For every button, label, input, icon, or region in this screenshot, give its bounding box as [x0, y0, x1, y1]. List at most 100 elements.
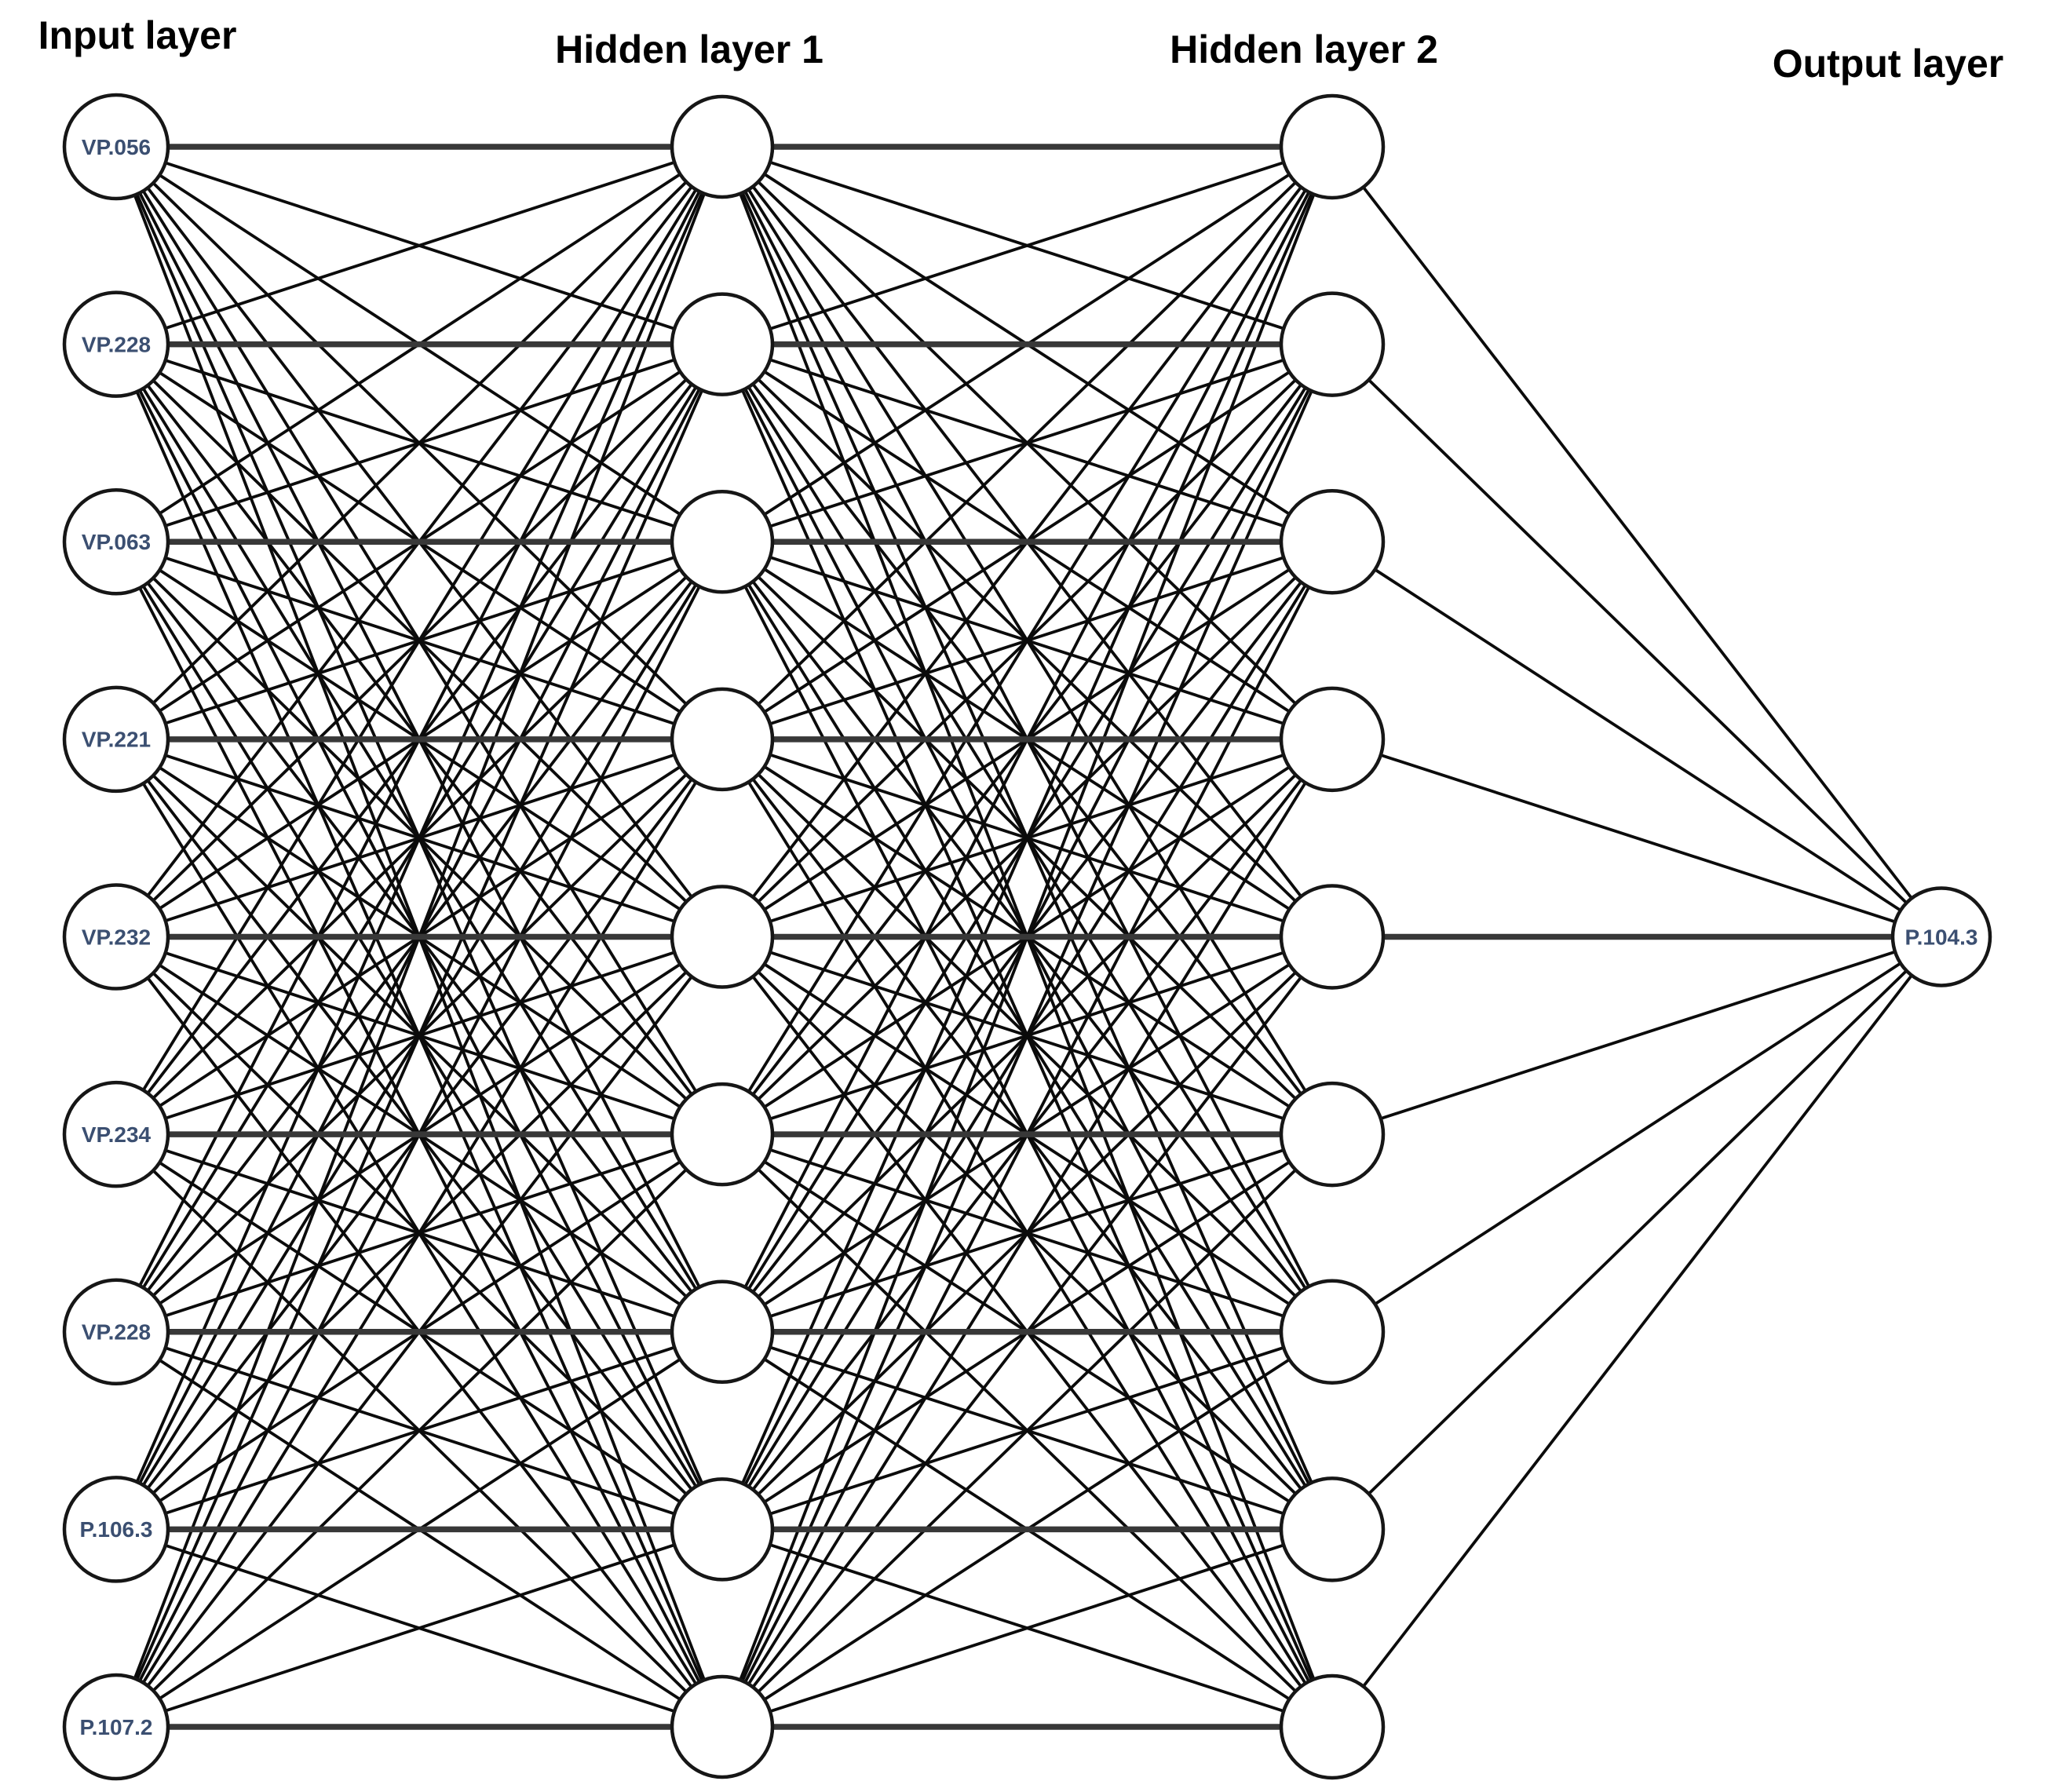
edge	[1331, 936, 1943, 1531]
layer-title-output: Output layer	[1773, 42, 2003, 86]
node-circle	[62, 488, 170, 596]
edges-horizontal	[116, 144, 1941, 1730]
input-node: VP.063	[62, 488, 170, 596]
node-label: VP.228	[82, 1320, 151, 1345]
node-circle	[1890, 886, 1992, 987]
node-circle	[62, 1080, 170, 1188]
input-node: VP.221	[62, 685, 170, 794]
hidden1-node	[670, 490, 775, 594]
node-label: VP.056	[82, 135, 151, 159]
node-label: VP.232	[82, 925, 151, 949]
edge	[1331, 145, 1943, 938]
edge	[1331, 540, 1943, 939]
hidden1-node	[670, 1082, 775, 1187]
hidden2-node	[1279, 93, 1386, 200]
node-circle	[62, 1278, 170, 1385]
input-node: VP.232	[62, 883, 170, 991]
hidden1-node	[670, 1279, 775, 1384]
input-node: VP.056	[62, 93, 170, 201]
edge	[1331, 935, 1943, 1334]
edge	[721, 1133, 1334, 1728]
edge	[721, 146, 1334, 1531]
input-node: VP.234	[62, 1080, 170, 1188]
node-circle	[62, 883, 170, 991]
node-circle	[1279, 93, 1386, 200]
node-label: VP.221	[82, 728, 151, 752]
edge	[115, 343, 724, 1728]
node-circle	[1279, 1279, 1386, 1385]
node-circle	[670, 885, 775, 989]
node-circle	[1279, 489, 1386, 595]
hidden2-node	[1279, 686, 1386, 793]
hidden2-node	[1279, 1081, 1386, 1188]
node-label: P.106.3	[80, 1517, 153, 1542]
hidden1-node	[670, 94, 775, 199]
node-circle	[670, 1674, 775, 1779]
layer-hidden2	[1279, 93, 1386, 1780]
edge	[115, 146, 724, 1136]
hidden2-node	[1279, 1279, 1386, 1385]
node-circle	[670, 1082, 775, 1187]
node-circle	[62, 1673, 170, 1781]
hidden2-node	[1279, 291, 1386, 397]
node-label: VP.228	[82, 332, 151, 356]
node-circle	[1279, 1081, 1386, 1188]
node-circle	[670, 292, 775, 396]
edge	[1331, 343, 1943, 938]
edge	[115, 146, 724, 1531]
input-node: P.107.2	[62, 1673, 170, 1781]
node-circle	[670, 1477, 775, 1582]
input-node: P.106.3	[62, 1476, 170, 1583]
hidden1-node	[670, 292, 775, 396]
edge	[721, 738, 1334, 1728]
edge	[721, 145, 1334, 741]
layer-output: P.104.3	[1890, 886, 1992, 987]
hidden2-node	[1279, 1673, 1386, 1780]
node-circle	[670, 687, 775, 792]
node-circle	[1279, 884, 1386, 990]
node-circle	[670, 1279, 775, 1384]
edge	[721, 146, 1334, 1136]
node-circle	[670, 94, 775, 199]
node-circle	[1279, 1673, 1386, 1780]
node-label: VP.234	[82, 1122, 152, 1147]
layer-hidden1	[670, 94, 775, 1779]
node-label: VP.063	[82, 530, 151, 554]
layer-title-input: Input layer	[38, 13, 237, 57]
edge	[115, 1133, 724, 1728]
hidden1-node	[670, 1674, 775, 1779]
edge	[721, 1527, 1333, 1728]
edge	[115, 1527, 723, 1728]
layer-title-hidden2: Hidden layer 2	[1170, 27, 1438, 71]
input-node: VP.228	[62, 290, 170, 398]
node-circle	[62, 685, 170, 794]
node-circle	[1279, 1476, 1386, 1582]
node-circle	[1279, 291, 1386, 397]
node-circle	[1279, 686, 1386, 793]
layer-input: VP.056VP.228VP.063VP.221VP.232VP.234VP.2…	[62, 93, 170, 1781]
node-circle	[62, 93, 170, 201]
edge	[721, 343, 1334, 1728]
hidden2-node	[1279, 489, 1386, 595]
node-label: P.104.3	[1905, 925, 1978, 949]
hidden2-node	[1279, 1476, 1386, 1582]
hidden2-node	[1279, 884, 1386, 990]
edge	[115, 145, 723, 346]
output-node: P.104.3	[1890, 886, 1992, 987]
hidden1-node	[670, 687, 775, 792]
edge	[1331, 738, 1942, 939]
hidden1-node	[670, 885, 775, 989]
hidden1-node	[670, 1477, 775, 1582]
node-circle	[62, 1476, 170, 1583]
layer-title-hidden1: Hidden layer 1	[555, 27, 823, 71]
edge	[115, 145, 724, 741]
edge	[721, 145, 1333, 346]
edge	[1331, 935, 1942, 1136]
input-node: VP.228	[62, 1278, 170, 1385]
edge	[1331, 936, 1943, 1728]
edge	[115, 738, 724, 1728]
node-label: P.107.2	[80, 1715, 153, 1739]
node-circle	[670, 490, 775, 594]
